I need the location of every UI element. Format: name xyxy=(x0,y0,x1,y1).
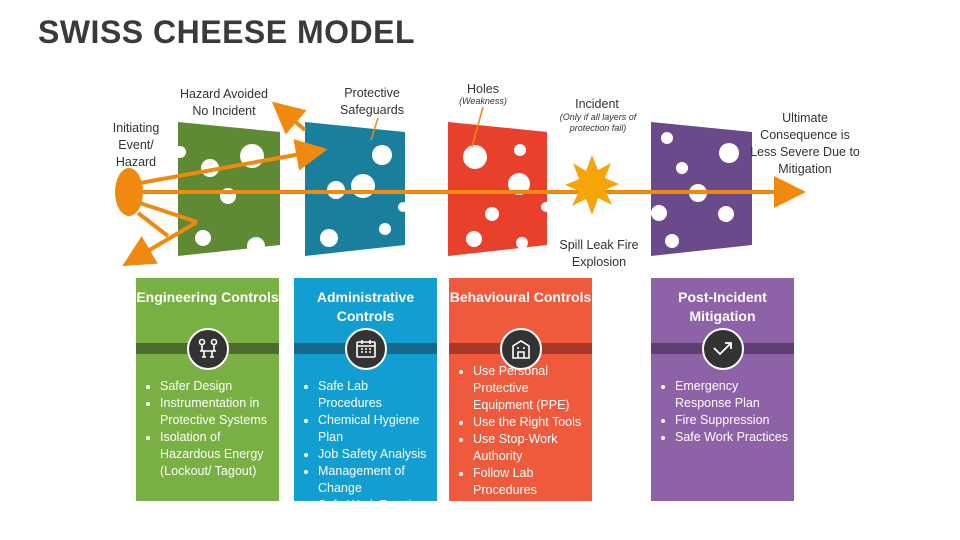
list-item: Safe Lab Procedures xyxy=(318,378,431,412)
list-item: Use Personal Protective Equipment (PPE) xyxy=(473,363,586,414)
list-item: Use Stop-Work Authority xyxy=(473,431,586,465)
robot-arm-icon xyxy=(186,328,229,370)
list-item: Safer Design xyxy=(160,378,273,395)
calendar-icon xyxy=(344,328,387,370)
card-list: Emergency Response Plan Fire Suppression… xyxy=(661,378,788,446)
label-spill: Spill Leak Fire Explosion xyxy=(559,238,639,269)
list-item: Instrumentation in Protective Systems xyxy=(160,395,273,429)
label-incident-sub: (Only if all layers of protection fail) xyxy=(559,112,637,133)
holes-pointer xyxy=(471,106,484,148)
list-item: Safe Work Practices xyxy=(318,497,431,514)
card-list: Safe Lab Procedures Chemical Hygiene Pla… xyxy=(304,378,431,514)
label-initiating: Initiating Event/ Hazard xyxy=(112,121,160,169)
cheese-slice-teal xyxy=(305,122,408,256)
trend-arrow-icon xyxy=(701,328,744,370)
list-item: Job Safety Analysis xyxy=(318,446,431,463)
card-title: Engineering Controls xyxy=(136,289,279,305)
swiss-cheese-diagram xyxy=(115,101,806,267)
page-title: SWISS CHEESE MODEL xyxy=(38,14,416,50)
card-title: Administrative Controls xyxy=(316,289,415,324)
label-holes-sub: (Weakness) xyxy=(459,96,507,106)
list-item: Emergency Response Plan xyxy=(675,378,788,412)
list-item: Isolation of Hazardous Energy (Lockout/ … xyxy=(160,429,273,480)
list-item: Use the Right Tools xyxy=(473,414,586,431)
card-title: Post-Incident Mitigation xyxy=(678,289,767,324)
cheese-slice-red xyxy=(448,122,551,256)
card-engineering: Engineering Controls Safer Design Instru… xyxy=(136,278,279,501)
cheese-slice-green xyxy=(174,122,280,256)
label-hazard-avoided: Hazard Avoided No Incident xyxy=(179,87,269,118)
card-title: Behavioural Controls xyxy=(449,289,592,305)
building-icon xyxy=(499,328,542,370)
cheese-slice-purple xyxy=(651,122,752,256)
label-holes: Holes xyxy=(467,82,499,96)
card-behavioural: Behavioural Controls Use Personal Protec… xyxy=(449,278,592,501)
label-ultimate: Ultimate Consequence is Less Severe Due … xyxy=(750,111,860,176)
hazard-ellipse xyxy=(115,168,143,216)
hazard-arrows xyxy=(122,101,806,267)
label-incident: Incident xyxy=(575,97,619,111)
list-item: Chemical Hygiene Plan xyxy=(318,412,431,446)
list-item: Follow Lab Procedures xyxy=(473,465,586,499)
list-item: Safe Work Practices xyxy=(675,429,788,446)
list-item: Management of Change xyxy=(318,463,431,497)
card-list: Safer Design Instrumentation in Protecti… xyxy=(146,378,273,480)
card-post-incident: Post-Incident Mitigation Emergency Respo… xyxy=(651,278,794,501)
card-administrative: Administrative Controls Safe Lab Procedu… xyxy=(294,278,437,512)
card-list: Use Personal Protective Equipment (PPE) … xyxy=(459,363,586,499)
incident-burst-icon xyxy=(565,155,619,215)
label-protective: Protective Safeguards xyxy=(340,86,404,117)
protective-pointer xyxy=(370,117,379,141)
list-item: Fire Suppression xyxy=(675,412,788,429)
